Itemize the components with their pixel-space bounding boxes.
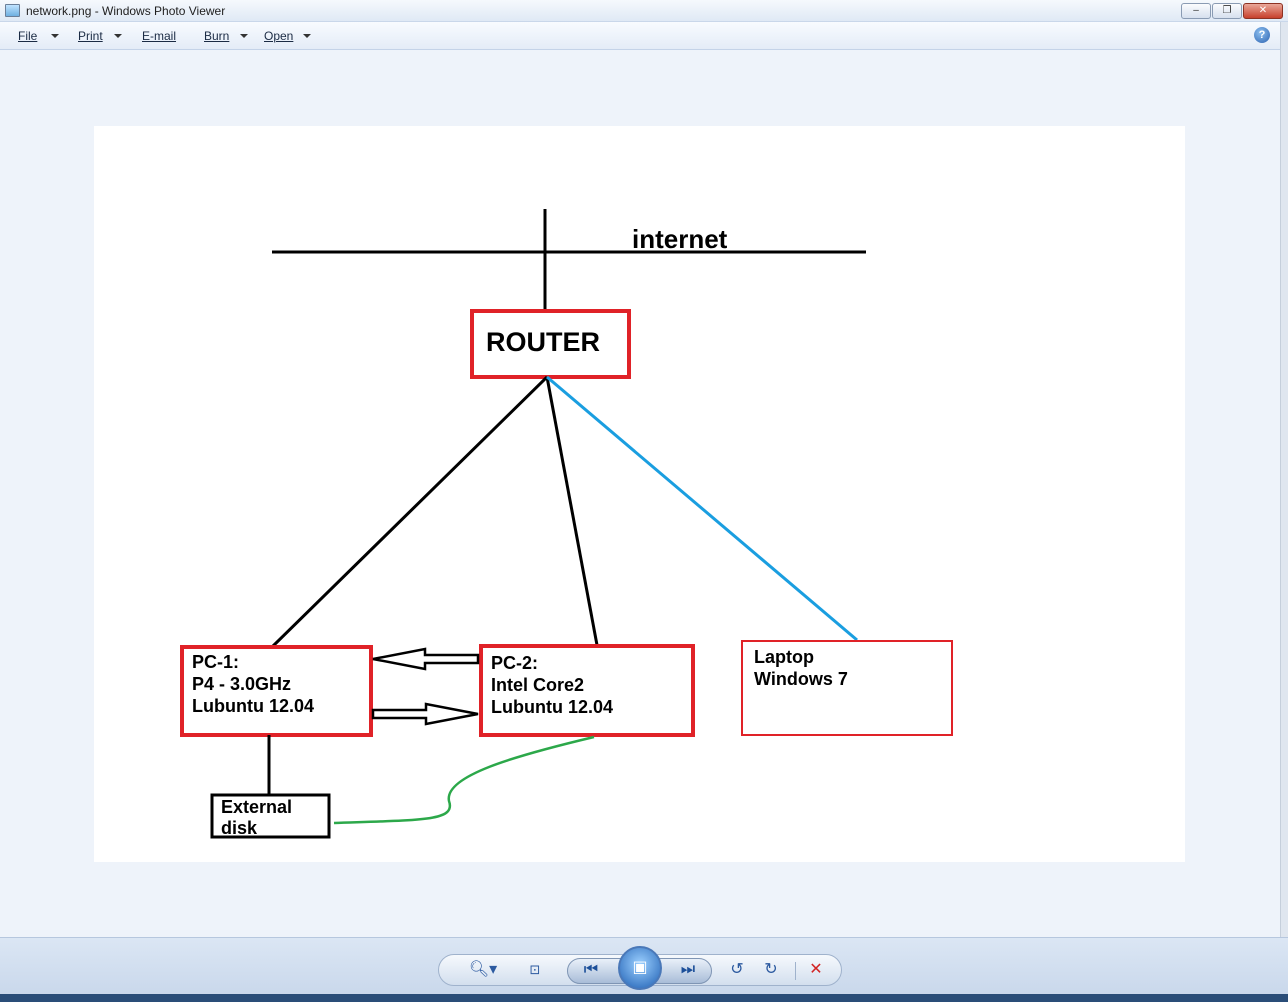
laptop-box [741,640,953,736]
pc2-line1: PC-2: [491,653,538,673]
arrow-pc1-to-pc2 [371,702,479,726]
window-title: network.png - Windows Photo Viewer [26,4,226,18]
menu-burn[interactable]: Burn [204,29,229,43]
title-bar: network.png - Windows Photo Viewer – ❐ ✕ [0,0,1288,22]
menu-print-label: Print [78,29,103,43]
usb-link-pc2-disk [333,735,595,825]
pc2-line3: Lubuntu 12.04 [491,697,613,717]
link-router-pc2 [545,376,599,646]
slideshow-icon[interactable]: ▣ [618,946,662,990]
internet-label: internet [632,224,728,254]
wireless-link-router-laptop [546,375,858,642]
pc1-line1: PC-1: [192,652,239,672]
actual-size-icon[interactable]: ⊡ [529,962,541,977]
taskbar-edge [0,994,1288,1002]
chevron-down-icon[interactable] [303,34,311,38]
rotate-clockwise-icon[interactable]: ↻ [764,961,778,978]
pc2-box [479,644,695,737]
menu-file[interactable]: File [18,29,37,43]
close-button[interactable]: ✕ [1243,3,1283,19]
menu-open-label: Open [264,29,294,43]
pc1-line2: P4 - 3.0GHz [192,674,291,694]
menu-email[interactable]: E-mail [142,29,176,43]
next-icon[interactable]: ⏭ [680,961,696,978]
disk-line2: disk [221,818,258,838]
magnifier-icon[interactable]: 🔍︎▾ [468,961,498,978]
network-diagram: internet ROUTER PC-1: P4 - 3.0GHz Lubunt… [180,209,953,839]
router-box [470,309,631,379]
rotate-counterclockwise-icon[interactable]: ↺ [730,961,744,978]
chevron-down-icon[interactable] [51,34,59,38]
previous-icon[interactable]: ⏮ [583,961,599,978]
delete-icon[interactable]: ✕ [809,961,823,978]
pc1-box [180,645,373,737]
disk-line1: External [221,797,292,817]
pc1-line3: Lubuntu 12.04 [192,696,314,716]
control-separator [795,962,796,980]
menu-open[interactable]: Open [264,29,293,43]
link-router-pc1 [270,375,549,649]
photo-viewer-app-icon [5,4,20,17]
chevron-down-icon[interactable] [240,34,248,38]
network-diagram-image: internet ROUTER PC-1: P4 - 3.0GHz Lubunt… [94,126,1185,862]
menu-file-label: File [18,29,38,43]
router-label: ROUTER [486,327,600,357]
laptop-line2: Windows 7 [754,669,848,689]
arrow-pc2-to-pc1 [372,647,480,671]
menu-print[interactable]: Print [78,29,103,43]
laptop-line1: Laptop [754,647,814,667]
chevron-down-icon[interactable] [114,34,122,38]
minimize-button[interactable]: – [1181,3,1211,19]
menu-bar: File Print E-mail Burn Open [0,22,1288,50]
viewer-control-bar: 🔍︎▾ ⊡ ⏮ ▣ ⏭ ↺ ↻ ✕ [0,937,1288,1002]
menu-burn-label: Burn [204,29,230,43]
maximize-button[interactable]: ❐ [1212,3,1242,19]
menu-email-label: E-mail [142,29,177,43]
external-disk-box [210,793,331,839]
help-icon[interactable]: ? [1254,27,1270,43]
window-edge [1280,22,1288,937]
pc2-line2: Intel Core2 [491,675,584,695]
